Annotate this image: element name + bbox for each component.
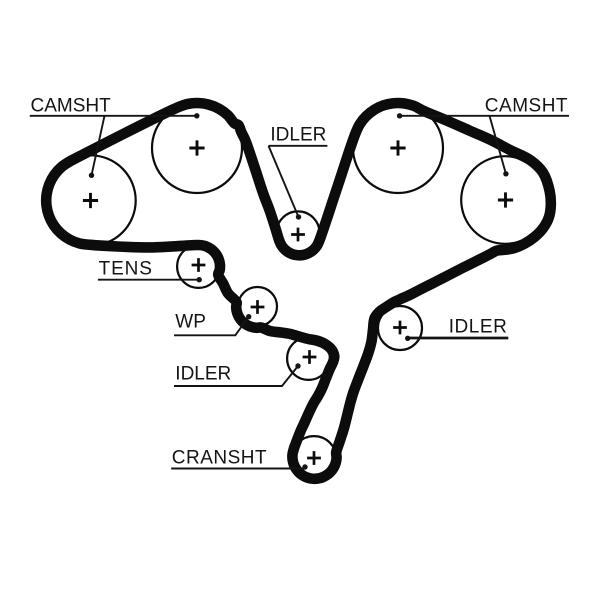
svg-text:IDLER: IDLER xyxy=(270,124,326,145)
svg-text:CAMSHT: CAMSHT xyxy=(31,95,112,116)
svg-text:IDLER: IDLER xyxy=(449,316,508,337)
svg-text:IDLER: IDLER xyxy=(175,363,231,384)
svg-text:CAMSHT: CAMSHT xyxy=(485,95,568,116)
svg-text:CRANSHT: CRANSHT xyxy=(172,448,267,469)
svg-text:TENS: TENS xyxy=(99,258,153,279)
svg-text:WP: WP xyxy=(175,311,206,332)
